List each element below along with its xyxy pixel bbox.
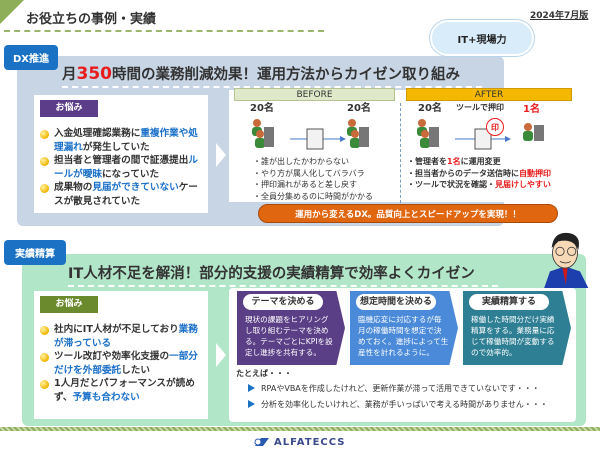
- document-icon: [474, 128, 492, 150]
- text-run: 担当者からのデータ送信時に: [415, 168, 519, 178]
- step-title: 実績精算する: [469, 294, 549, 310]
- text-run: 一部分だけを外部委託: [54, 351, 198, 376]
- title-divider: [4, 30, 324, 32]
- before-left-count: 20名: [250, 103, 274, 114]
- dx-badge: DX推進: [4, 45, 58, 70]
- text-run: 成果物の: [54, 182, 93, 194]
- worry-label: お悩み: [40, 296, 98, 313]
- arrow-right-icon: [216, 343, 226, 367]
- triangle-bullet-icon: [248, 384, 255, 392]
- text-run: 重複作業や処理漏れ: [54, 128, 198, 153]
- logo-mark-icon: [254, 438, 269, 446]
- results-badge: 実績精算: [4, 240, 66, 265]
- step-title: テーマを決める: [243, 294, 323, 310]
- worry-label: お悩み: [40, 100, 98, 117]
- dx-banner: 運用から変えるDX。品質向上とスピードアップを実現！！: [258, 204, 558, 223]
- before-points: 誰が出したかわからないやり方が属人化してバラバラ押印漏れがあると差し戻す全員分集…: [253, 156, 373, 202]
- page-title: お役立ちの事例・実績: [26, 12, 157, 27]
- text-run: 入金処理確認業務に: [54, 128, 141, 139]
- text-run: 社内にIT人材が不足しており: [54, 324, 179, 335]
- before-point: 誰が出したかわからない: [253, 156, 373, 168]
- after-point: 担当者からのデータ送信時に自動押印: [407, 168, 551, 180]
- logo-text: ALFATECCS: [274, 436, 346, 448]
- stamp-icon: 印: [486, 118, 504, 136]
- step-card: 実績精算する稼働した時間分だけ実績精算をする。業務量に応じて稼働時間が変動するの…: [463, 291, 571, 365]
- dx-worries-list: 入金処理確認業務に重複作業や処理漏れが発生していた担当者と管理者の間で証憑提出ル…: [40, 127, 204, 209]
- worry-item: ツール改訂や効率化支援の一部分だけを外部委託したい: [40, 350, 204, 377]
- results-worries-box: お悩み 社内にIT人材が不足しており業務が滞っているツール改訂や効率化支援の一部…: [34, 291, 208, 419]
- before-right-count: 20名: [347, 103, 371, 114]
- edition-date: 2024年7月版: [530, 11, 589, 21]
- workflow-illustration: [252, 119, 544, 150]
- text-run: 業務が滞っている: [54, 324, 198, 349]
- text-run: 担当者と管理者の間で証憑提出: [54, 155, 189, 167]
- footer-stripe: [0, 427, 600, 431]
- text-run: 1人月だとパフォーマンスが読めず、: [54, 378, 195, 403]
- company-logo: ALFATECCS: [253, 436, 345, 448]
- corner-decoration: [0, 0, 24, 24]
- text-run: 予算も合わない: [72, 391, 140, 403]
- after-header: AFTER: [406, 88, 572, 101]
- people-group-icon: [347, 119, 369, 148]
- worry-item: 1人月だとパフォーマンスが読めず、予算も合わない: [40, 377, 204, 404]
- results-worries-list: 社内にIT人材が不足しており業務が滞っているツール改訂や効率化支援の一部分だけを…: [40, 323, 204, 405]
- step-title: 想定時間を決める: [356, 294, 436, 310]
- people-group-icon: [252, 119, 274, 148]
- after-point: ツールで状況を確認・見届けしやすい: [407, 179, 551, 191]
- worry-item: 成果物の見届ができていないケースが散見されていた: [40, 181, 204, 208]
- arrow-right-icon: [216, 143, 226, 167]
- after-left-count: 20名: [418, 103, 442, 114]
- text-run: 自動押印: [519, 168, 551, 178]
- before-header: BEFORE: [234, 88, 395, 101]
- text-run: 1名: [447, 157, 461, 166]
- people-group-icon: [417, 119, 439, 148]
- worry-item: 担当者と管理者の間で証憑提出ルールが曖昧になっていた: [40, 154, 204, 181]
- text-run: 見届けしやすい: [495, 180, 551, 189]
- example-text: 分析を効率化したいけれど、業務が手いっぱいで考える時間がありません・・・: [261, 400, 548, 409]
- step-body: 臨機応変に対応するが毎月の稼働時間を想定で決めておく。進捗によって生産性を計れる…: [358, 315, 449, 357]
- dx-title-post: 時間の業務削減効果！運用方法からカイゼン取り組み: [112, 67, 460, 83]
- examples-label: たとえば・・・: [236, 369, 292, 378]
- before-point: やり方が属人化してバラバラ: [253, 168, 373, 180]
- dx-title-pre: 月: [62, 67, 77, 83]
- it-genba-cloud: IT+現場力: [430, 20, 534, 56]
- text-run: したい: [121, 364, 150, 376]
- text-run: 見届ができていない: [92, 182, 179, 194]
- step-card: テーマを決める現状の課題をヒアリングし取り組むテーマを決める。テーマごとにKPI…: [237, 291, 345, 365]
- text-run: 管理者を: [415, 157, 447, 166]
- worry-item: 入金処理確認業務に重複作業や処理漏れが発生していた: [40, 127, 204, 154]
- after-point: 管理者を1名に運用変更: [407, 156, 551, 168]
- text-run: ルールが曖昧: [54, 155, 198, 180]
- text-run: ツール改訂や効率化支援の: [54, 351, 170, 363]
- step-card: 想定時間を決める臨機応変に対応するが毎月の稼働時間を想定で決めておく。進捗によっ…: [350, 291, 458, 365]
- dx-title-number: 350: [76, 64, 113, 84]
- tool-label: ツールで押印: [456, 103, 504, 112]
- worry-item: 社内にIT人材が不足しており業務が滞っている: [40, 323, 204, 350]
- after-points: 管理者を1名に運用変更担当者からのデータ送信時に自動押印ツールで状況を確認・見届…: [407, 156, 551, 191]
- text-run: ケースが散見されていた: [54, 182, 198, 207]
- example-item: 分析を効率化したいけれど、業務が手いっぱいで考える時間がありません・・・: [248, 397, 548, 413]
- before-point: 押印漏れがあると差し戻す: [253, 179, 373, 191]
- triangle-bullet-icon: [248, 400, 255, 408]
- dx-worries-box: お悩み 入金処理確認業務に重複作業や処理漏れが発生していた担当者と管理者の間で証…: [34, 95, 208, 213]
- results-title: IT人材不足を解消！部分的支援の実績精算で効率よくカイゼン: [68, 262, 498, 287]
- panel-divider: [400, 103, 401, 203]
- text-run: に運用変更: [460, 157, 501, 166]
- step-body: 稼働した時間分だけ実績精算をする。業務量に応じて稼働時間が変動するので効率的。: [471, 315, 555, 357]
- after-right-count: 1名: [523, 104, 540, 115]
- text-run: ツールで状況を確認・: [415, 180, 495, 189]
- text-run: が発生していた: [82, 141, 150, 153]
- document-icon: [306, 128, 324, 150]
- person-icon: [523, 123, 544, 141]
- example-item: RPAやVBAを作成したけれど、更新作業が滞って活用できていないです・・・: [248, 381, 548, 397]
- examples-list: RPAやVBAを作成したけれど、更新作業が滞って活用できていないです・・・分析を…: [248, 381, 548, 413]
- consultant-avatar: [544, 232, 589, 288]
- step-body: 現状の課題をヒアリングし取り組むテーマを決める。テーマごとにKPIを設定し進捗を…: [245, 315, 333, 357]
- example-text: RPAやVBAを作成したけれど、更新作業が滞って活用できていないです・・・: [261, 384, 540, 393]
- text-run: になっていた: [101, 168, 160, 180]
- dx-title: 月350時間の業務削減効果！運用方法からカイゼン取り組み: [62, 63, 482, 88]
- before-point: 全員分集めるのに時間がかかる: [253, 191, 373, 203]
